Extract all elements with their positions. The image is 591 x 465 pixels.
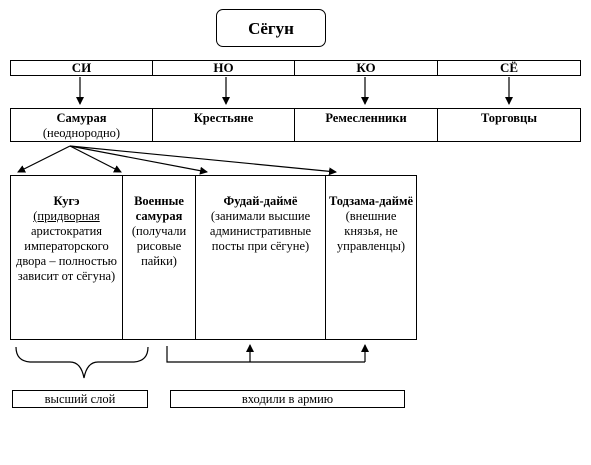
group-military-samurai: Военные самурая (получали рисовые пайки) xyxy=(122,175,196,340)
class-merchants-name: Торговцы xyxy=(481,111,537,125)
class-artisans-name: Ремесленники xyxy=(325,111,407,125)
army-bracket xyxy=(166,346,365,363)
class-samurai-name: Самурая xyxy=(56,111,107,125)
syllable-no: НО xyxy=(152,60,295,76)
class-peasants-name: Крестьяне xyxy=(193,111,254,125)
group-military-desc: (получали рисовые пайки) xyxy=(131,224,187,268)
syllable-se: СЁ xyxy=(437,60,581,76)
group-tozama-name: Тодзама-даймё xyxy=(328,194,414,208)
group-fudai-desc: (занимали высшие административные посты … xyxy=(209,209,312,253)
arrow-fudai xyxy=(69,145,208,175)
arrow-military xyxy=(69,145,122,173)
arrow-kuge xyxy=(17,145,71,173)
group-military-name: Военные самурая xyxy=(134,194,184,223)
group-kuge-desc: аристократия императорского двора – полн… xyxy=(15,224,118,283)
class-samurai-note: (неоднородно) xyxy=(42,126,121,140)
upper-layer-brace xyxy=(15,346,149,379)
group-tozama-daimyo: Тодзама-даймё (внешние князья, не управл… xyxy=(325,175,417,340)
group-tozama-desc: (внешние князья, не управленцы) xyxy=(336,209,406,253)
class-merchants: Торговцы xyxy=(437,108,581,142)
group-kuge: Кугэ (придворная аристократия императорс… xyxy=(10,175,123,340)
class-artisans: Ремесленники xyxy=(294,108,438,142)
group-kuge-name: Кугэ xyxy=(53,194,80,208)
syllable-ko: КО xyxy=(294,60,438,76)
group-fudai-name: Фудай-даймё xyxy=(223,194,298,208)
syllable-si: СИ xyxy=(10,60,153,76)
class-peasants: Крестьяне xyxy=(152,108,295,142)
page-title: Сёгун xyxy=(216,9,326,47)
group-fudai-daimyo: Фудай-даймё (занимали высшие администрат… xyxy=(195,175,326,340)
note-upper-layer: высший слой xyxy=(12,390,148,408)
class-samurai: Самурая (неоднородно) xyxy=(10,108,153,142)
arrow-tozama xyxy=(69,145,337,176)
note-army: входили в армию xyxy=(170,390,405,408)
group-kuge-desc-first: (придворная xyxy=(33,209,100,223)
